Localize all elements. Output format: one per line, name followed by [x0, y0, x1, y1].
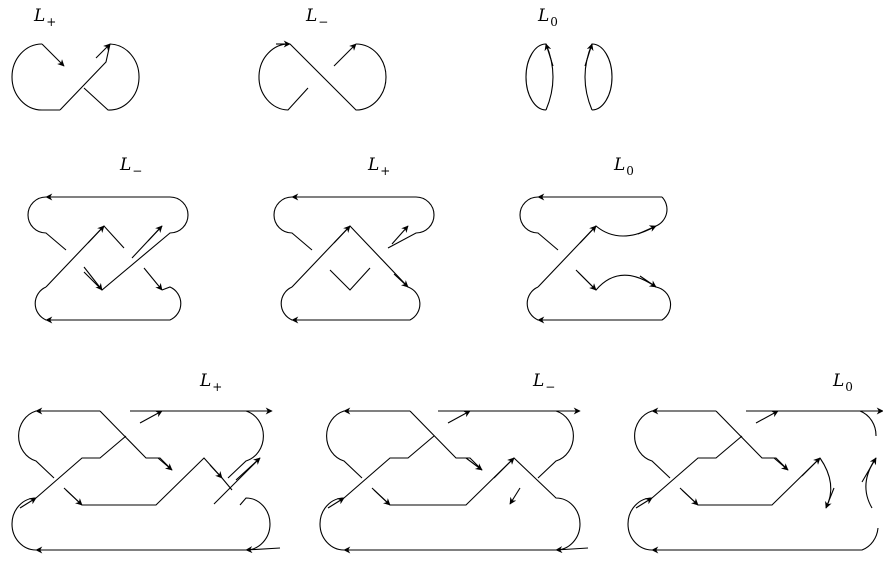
strand — [438, 410, 574, 479]
arrow — [333, 43, 357, 67]
arrow — [235, 457, 261, 481]
arrow — [83, 266, 103, 291]
arrow — [245, 546, 281, 554]
row-1: L+ L− L0 — [11, 6, 613, 111]
arrow — [209, 464, 223, 479]
arrow — [493, 457, 515, 479]
strand — [289, 43, 387, 111]
strand — [343, 435, 435, 499]
strand — [65, 457, 233, 506]
arrow — [577, 271, 597, 291]
strand — [11, 497, 271, 551]
row-3: L+ L− — [11, 371, 883, 554]
strand — [34, 286, 182, 321]
strand — [258, 43, 309, 111]
arrow — [63, 487, 83, 506]
strand — [326, 410, 410, 479]
strand — [634, 410, 716, 479]
strand — [681, 457, 821, 506]
arrow — [147, 225, 163, 242]
arrow — [637, 225, 657, 235]
diagram-row2-col3: L0 — [519, 155, 672, 324]
diagram-label: L0 — [537, 6, 558, 29]
arrow — [679, 487, 699, 506]
strand — [584, 43, 613, 111]
strand — [280, 225, 421, 321]
diagram-label: L− — [305, 6, 328, 29]
arrow — [95, 43, 111, 59]
arrow — [584, 43, 594, 67]
arrow — [87, 225, 105, 244]
strand — [627, 497, 879, 551]
strand — [387, 196, 435, 249]
arrow — [579, 225, 597, 244]
arrow — [41, 43, 65, 67]
strand — [11, 43, 60, 111]
diagram-label: L+ — [199, 371, 222, 394]
diagram-row3-col3: L0 — [627, 371, 883, 554]
arrow — [755, 410, 779, 424]
arrow — [801, 457, 821, 477]
diagram-row1-col1: L+ — [11, 6, 140, 111]
strand — [130, 410, 264, 479]
arrow — [157, 457, 173, 471]
diagram-row2-col1: L− — [27, 155, 189, 324]
diagram-label: L0 — [832, 371, 853, 394]
diagram-row1-col3: L0 — [525, 6, 613, 111]
arrow — [825, 487, 835, 509]
diagram-row3-col1: L+ — [11, 371, 281, 554]
arrow — [327, 497, 345, 509]
arrow — [391, 225, 409, 245]
diagram-label: L− — [532, 371, 555, 394]
strand — [83, 43, 140, 111]
arrow — [544, 43, 554, 67]
strand — [18, 410, 100, 479]
diagram-row3-col2: L− — [319, 371, 589, 554]
arrow — [635, 497, 653, 509]
strand — [526, 269, 672, 321]
arrow — [555, 546, 589, 554]
row-2: L− L+ L0 — [27, 155, 672, 324]
strand — [59, 43, 111, 111]
arrow — [861, 457, 877, 483]
strand — [746, 410, 877, 437]
arrow — [773, 457, 789, 471]
strand — [651, 435, 743, 499]
strand — [537, 196, 668, 288]
arrow — [509, 487, 521, 505]
diagram-label: L+ — [367, 155, 390, 178]
arrow — [639, 275, 657, 288]
strand — [27, 196, 170, 251]
strand — [83, 196, 189, 291]
arrow — [371, 487, 391, 506]
strand — [273, 196, 416, 251]
strand — [329, 267, 371, 291]
diagram-row2-col2: L+ — [273, 155, 435, 324]
strand — [865, 457, 877, 509]
arrow — [143, 267, 163, 291]
diagram-label: L− — [119, 155, 142, 178]
strand — [45, 225, 125, 288]
diagram-label: L0 — [613, 155, 634, 178]
strand — [35, 435, 127, 499]
strand — [519, 196, 662, 251]
arrow — [19, 497, 37, 509]
diagram-row1-col2: L− — [258, 6, 387, 111]
arrow — [333, 225, 351, 244]
diagram-label: L+ — [33, 6, 56, 29]
arrow — [139, 410, 163, 424]
arrow — [393, 273, 409, 288]
arrow — [447, 410, 471, 424]
strand — [525, 43, 554, 111]
arrow — [465, 457, 483, 471]
strand — [319, 457, 581, 551]
strand — [409, 410, 483, 471]
